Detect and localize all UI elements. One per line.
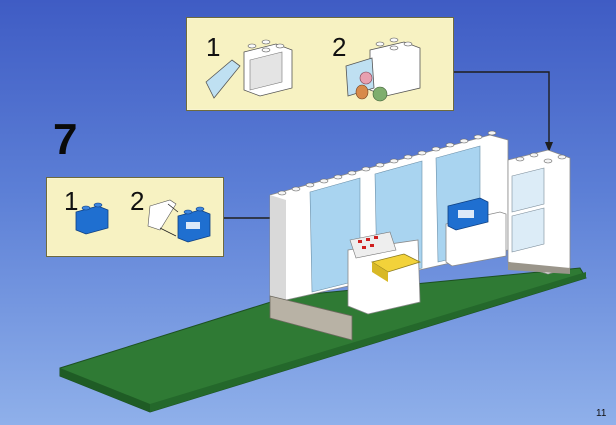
top-substep-2: 2 — [332, 34, 346, 60]
blue-brick-icon — [76, 203, 108, 234]
left-substep-1: 1 — [64, 188, 78, 214]
page-number: 11 — [596, 408, 606, 419]
left-substep-2: 2 — [130, 188, 144, 214]
top-substep-1: 1 — [206, 34, 220, 60]
closed-cabinet-with-cups-icon — [346, 38, 420, 101]
blue-brick-with-sticker-icon — [148, 200, 210, 242]
step-number: 7 — [53, 118, 77, 162]
